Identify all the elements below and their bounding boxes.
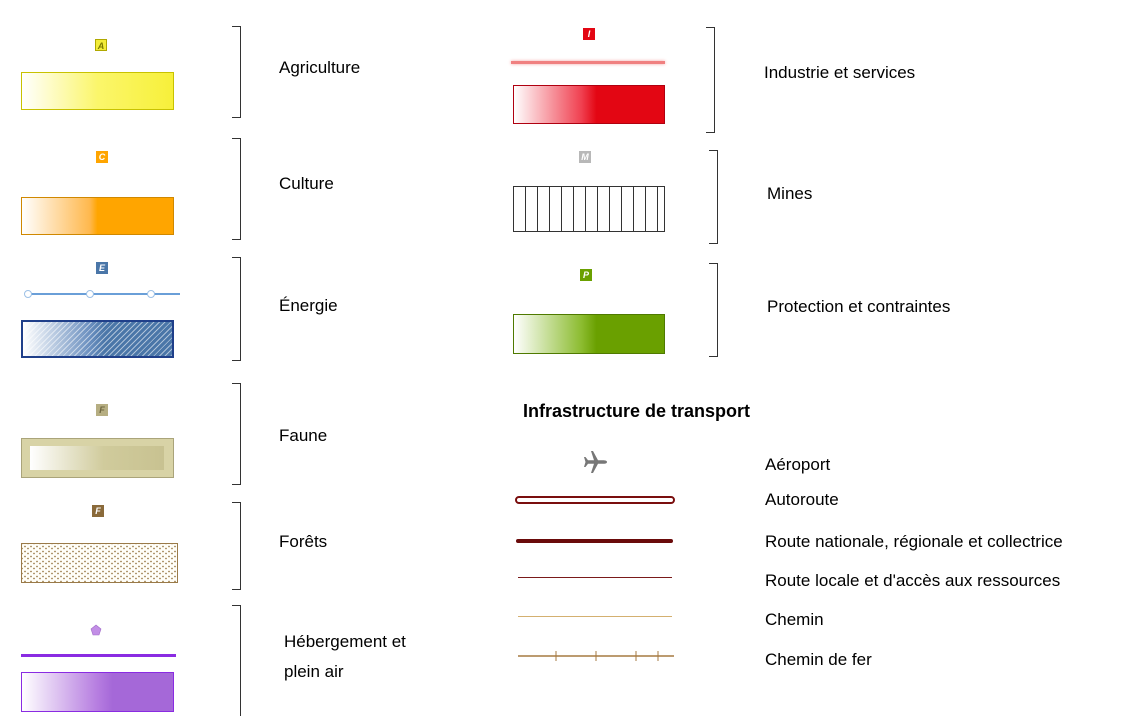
autoroute-line [515,496,675,504]
mines-bracket [709,150,718,244]
faune-badge-icon: F [96,404,108,416]
energie-swatch [21,320,174,358]
industrie-swatch [513,85,665,124]
forets-badge-icon: F [92,505,104,517]
hebergement-label-line2: plein air [284,662,344,681]
protection-bracket [709,263,718,357]
hebergement-bracket [232,605,241,716]
culture-badge-icon: C [96,151,108,163]
transport-aeroport-label: Aéroport [765,455,831,474]
protection-badge-icon: P [580,269,592,281]
forets-bracket [232,502,241,590]
transport-chemin-de-fer-label: Chemin de fer [765,650,872,669]
transport-route-locale-label: Route locale et d'accès aux ressources [765,571,1061,590]
faune-label: Faune [279,426,328,445]
forets-swatch [21,543,178,583]
faune-bracket [232,383,241,485]
transport-chemin-label: Chemin [765,610,824,629]
pentagon-icon [90,624,102,636]
transport-autoroute-label: Autoroute [765,490,839,509]
protection-swatch [513,314,665,354]
mines-badge-icon: M [579,151,591,163]
mines-label: Mines [767,184,813,203]
protection-label: Protection et contraintes [767,297,951,316]
airplane-icon [584,451,607,473]
transport-title: Infrastructure de transport [523,401,751,421]
route-locale-line [518,577,672,578]
agriculture-swatch [21,72,174,110]
agriculture-badge-icon: A [95,39,107,51]
industrie-badge-icon: I [583,28,595,40]
chemin-de-fer-line [518,651,674,661]
faune-swatch-inner [30,446,164,470]
culture-bracket [232,138,241,240]
industrie-label: Industrie et services [764,63,916,82]
hebergement-line [21,654,176,657]
agriculture-bracket [232,26,241,118]
culture-swatch [21,197,174,235]
industrie-bracket [706,27,715,133]
hebergement-swatch [21,672,174,712]
mines-swatch [513,186,665,232]
energie-label: Énergie [279,296,338,315]
energie-line-icon [24,290,180,298]
energie-badge-icon: E [96,262,108,274]
hebergement-label-line1: Hébergement et [284,632,406,651]
culture-label: Culture [279,174,334,193]
industrie-line [511,61,665,64]
chemin-line [518,616,672,617]
transport-route-nationale-label: Route nationale, régionale et collectric… [765,532,1063,551]
forets-label: Forêts [279,532,328,551]
energie-bracket [232,257,241,361]
agriculture-label: Agriculture [279,58,361,77]
route-nationale-line [516,539,673,543]
